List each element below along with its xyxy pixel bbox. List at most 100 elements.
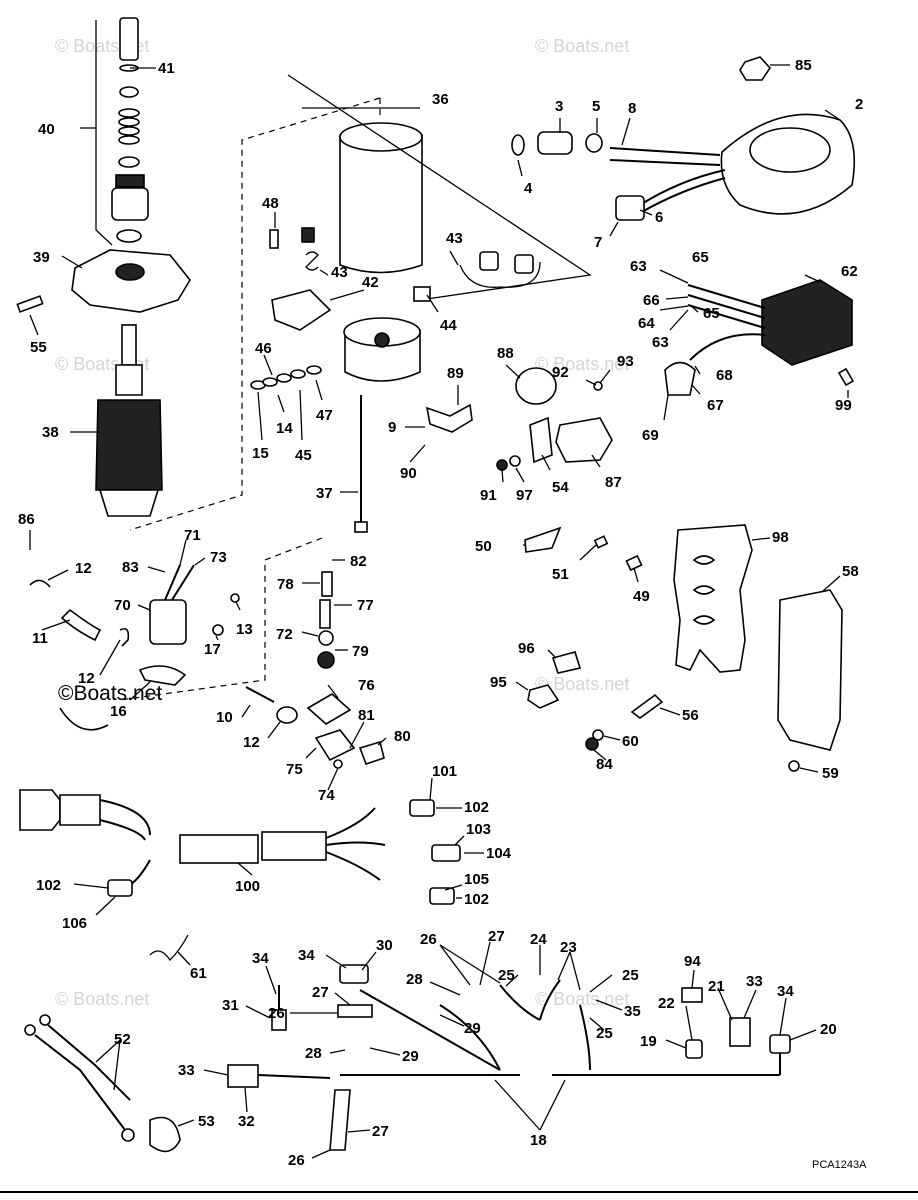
callout-label: 62: [841, 263, 858, 280]
power-pack-part: [673, 524, 753, 673]
callout-label: 27: [488, 928, 505, 945]
callout-label: 63: [652, 334, 669, 351]
callout-label: 21: [708, 978, 725, 995]
callout-label: 4: [524, 180, 533, 197]
callout-label: 13: [236, 621, 253, 638]
callout-label: 30: [376, 937, 393, 954]
callout-label: 77: [357, 597, 374, 614]
callout-label: 7: [594, 234, 602, 251]
callout-label: 2: [855, 96, 863, 113]
callout-label: 85: [795, 57, 812, 74]
callout-label: 90: [400, 465, 417, 482]
callout-label: 24: [530, 931, 547, 948]
callout-label: 46: [255, 340, 272, 357]
callout-label: 49: [633, 588, 650, 605]
callout-label: 26: [420, 931, 437, 948]
callout-label: 61: [190, 965, 207, 982]
callout-label: 12: [78, 670, 95, 687]
watermark-text: © Boats.net: [535, 674, 629, 694]
callout-label: 14: [276, 420, 293, 437]
callout-label: 52: [114, 1031, 131, 1048]
watermarks: © Boats.net © Boats.net © Boats.net © Bo…: [55, 36, 629, 1009]
harness-connector-part: [19, 789, 61, 831]
callout-label: 50: [475, 538, 492, 555]
callout-label: 72: [276, 626, 293, 643]
callout-label: 40: [38, 121, 55, 138]
pinion-gear-part: [115, 174, 145, 188]
callout-label: 38: [42, 424, 59, 441]
drive-end-cap-part: [71, 249, 191, 313]
callout-label: 5: [592, 98, 600, 115]
callout-label: 25: [596, 1025, 613, 1042]
solenoid-part: [555, 417, 613, 463]
callout-label: 44: [440, 317, 457, 334]
callout-label: 75: [286, 761, 303, 778]
callout-label: 25: [622, 967, 639, 984]
callout-label: 71: [184, 527, 201, 544]
callout-label: 97: [516, 487, 533, 504]
watermark-text: © Boats.net: [55, 989, 149, 1009]
callout-label: 27: [312, 984, 329, 1001]
callout-label: 34: [298, 947, 315, 964]
callout-label: 104: [486, 845, 512, 862]
callout-label: 81: [358, 707, 375, 724]
callout-label: 60: [622, 733, 639, 750]
leader-lines: [29, 20, 849, 1159]
callout-label: 66: [643, 292, 660, 309]
callout-label: 28: [406, 971, 423, 988]
callout-label: 26: [288, 1152, 305, 1169]
callout-label: 102: [36, 877, 61, 894]
starter-cap-part: [119, 17, 139, 61]
callout-label: 51: [552, 566, 569, 583]
callout-label: 102: [464, 891, 489, 908]
watermark-text: © Boats.net: [535, 36, 629, 56]
callout-label: 78: [277, 576, 294, 593]
callout-label: 76: [358, 677, 375, 694]
callout-label: 29: [464, 1020, 481, 1037]
stator-assembly: [511, 56, 856, 221]
cover-part: [777, 589, 843, 751]
brush-holder-part: [271, 289, 332, 331]
power-pack-assembly: [524, 524, 843, 772]
callout-label: 79: [352, 643, 369, 660]
callout-label: 42: [362, 274, 379, 291]
callout-label: 33: [178, 1062, 195, 1079]
callout-label: 11: [32, 630, 48, 647]
fuel-pump-group: [29, 537, 385, 769]
callout-label: 36: [432, 91, 449, 108]
rectifier-part: [761, 279, 853, 366]
callout-label: 100: [235, 878, 260, 895]
callout-label: 95: [490, 674, 507, 691]
callout-label: 26: [268, 1005, 285, 1022]
connector-part: [537, 131, 573, 155]
callout-label: 18: [530, 1132, 547, 1149]
callout-label: 29: [402, 1048, 419, 1065]
callout-label: 12: [75, 560, 92, 577]
callout-label: 6: [655, 209, 663, 226]
callout-label: 70: [114, 597, 131, 614]
callout-label: 92: [552, 364, 569, 381]
callout-label: 17: [204, 641, 221, 658]
callout-label: 54: [552, 479, 569, 496]
callout-label: 27: [372, 1123, 389, 1140]
diagram-code: PCA1243A: [812, 1159, 867, 1171]
harness-sleeve-part: [179, 834, 259, 864]
callout-label: 103: [466, 821, 491, 838]
callout-label: 25: [498, 967, 515, 984]
callout-label: 102: [464, 799, 489, 816]
callout-label: 43: [446, 230, 463, 247]
callout-label: 65: [703, 305, 720, 322]
callout-label: 3: [555, 98, 563, 115]
callout-label: 8: [628, 100, 636, 117]
callout-label: 19: [640, 1033, 657, 1050]
callout-label: 94: [684, 953, 701, 970]
callout-label: 10: [216, 709, 233, 726]
callout-label: 86: [18, 511, 35, 528]
callout-label: 32: [238, 1113, 255, 1130]
callout-label: 99: [835, 397, 852, 414]
callout-label: 83: [122, 559, 139, 576]
callout-label: 22: [658, 995, 675, 1012]
callout-label: 69: [642, 427, 659, 444]
callout-label: 23: [560, 939, 577, 956]
